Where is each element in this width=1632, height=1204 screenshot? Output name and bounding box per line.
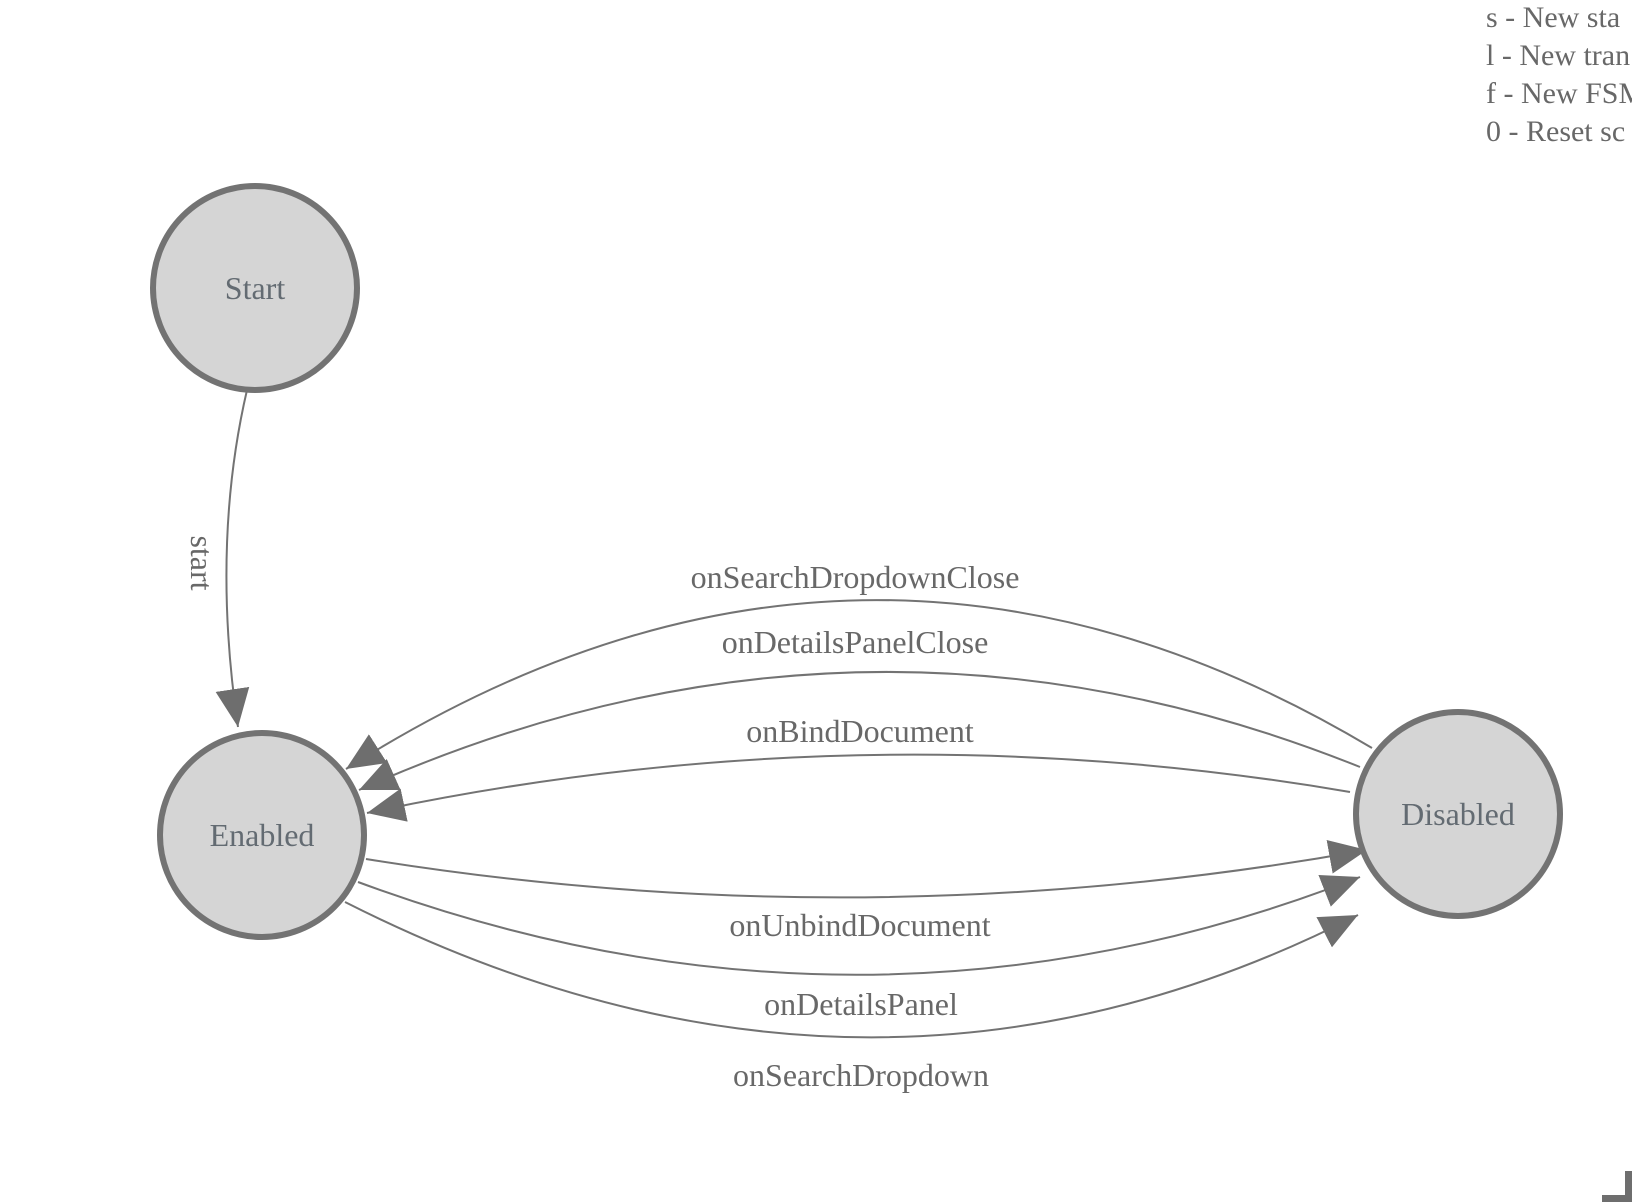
transition-label-onbinddocument: onBindDocument	[746, 713, 974, 749]
state-circle-start[interactable]	[150, 183, 360, 393]
legend-line-new-fsm: f - New FSM	[1486, 77, 1632, 110]
transition-label-ondetailspanel: onDetailsPanel	[764, 986, 958, 1022]
transition-label-ondetailspanelclose: onDetailsPanelClose	[722, 624, 989, 660]
transition-label-onsearchdropdownclose: onSearchDropdownClose	[691, 559, 1020, 595]
state-circle-enabled[interactable]	[157, 730, 367, 940]
state-label-start: Start	[225, 270, 286, 306]
state-label-enabled: Enabled	[210, 817, 315, 853]
state-label-disabled: Disabled	[1401, 796, 1515, 832]
transition-edge-onunbinddocument[interactable]	[365, 839, 1368, 899]
state-node-enabled[interactable]: Enabled	[157, 730, 367, 940]
transition-edge-onbinddocument[interactable]	[366, 753, 1351, 822]
hotkey-legend: s - New sta l - New tran f - New FSM 0 -…	[1486, 1, 1632, 148]
clipped-corner-shape	[1602, 1171, 1632, 1202]
state-node-disabled[interactable]: Disabled	[1353, 709, 1563, 919]
transition-edge-ondetailspanelclose[interactable]	[358, 670, 1361, 791]
transition-edge-start[interactable]	[215, 389, 250, 728]
transition-edge-onsearchdropdownclose[interactable]	[345, 599, 1373, 770]
transition-edge-ondetailspanel[interactable]	[357, 874, 1361, 976]
legend-line-reset: 0 - Reset sc	[1486, 115, 1625, 148]
legend-line-new-transition: l - New tran	[1486, 39, 1630, 72]
transition-label-onsearchdropdown: onSearchDropdown	[733, 1057, 989, 1093]
legend-line-new-state: s - New sta	[1486, 1, 1620, 34]
state-node-start[interactable]: Start	[150, 183, 360, 393]
transition-label-onunbinddocument: onUnbindDocument	[729, 907, 990, 943]
transition-label-start: start	[184, 535, 220, 590]
state-circle-disabled[interactable]	[1353, 709, 1563, 919]
transition-edge-onsearchdropdown[interactable]	[344, 901, 1359, 1039]
